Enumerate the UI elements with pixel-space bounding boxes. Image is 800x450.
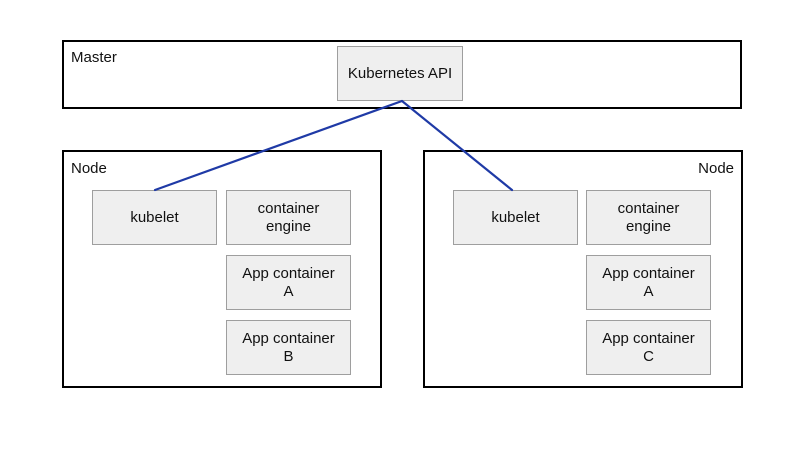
container-engine-line2-left: engine	[265, 217, 312, 235]
app-container-b-line1-left: App container	[242, 329, 335, 347]
container-engine-box-right: container engine	[586, 190, 711, 245]
kubernetes-api-box: Kubernetes API	[337, 46, 463, 101]
app-container-c-line2-right: C	[643, 347, 654, 365]
node-label-right: Node	[698, 160, 734, 177]
app-container-a-line2-right: A	[643, 282, 654, 300]
kubernetes-api-label: Kubernetes API	[347, 64, 453, 82]
container-engine-line1-right: container	[617, 199, 680, 217]
kubelet-box-left: kubelet	[92, 190, 217, 245]
kubelet-label-left: kubelet	[130, 208, 179, 226]
container-engine-box-left: container engine	[226, 190, 351, 245]
app-container-a-line1-right: App container	[602, 264, 695, 282]
app-container-b-box-left: App container B	[226, 320, 351, 375]
app-container-a-box-right: App container A	[586, 255, 711, 310]
node-label-left: Node	[71, 160, 107, 177]
app-container-a-line2-left: A	[283, 282, 294, 300]
kubelet-box-right: kubelet	[453, 190, 578, 245]
kubelet-label-right: kubelet	[491, 208, 540, 226]
app-container-a-box-left: App container A	[226, 255, 351, 310]
app-container-b-line2-left: B	[283, 347, 294, 365]
master-label: Master	[71, 49, 117, 66]
container-engine-line2-right: engine	[625, 217, 672, 235]
app-container-a-line1-left: App container	[242, 264, 335, 282]
app-container-c-box-right: App container C	[586, 320, 711, 375]
app-container-c-line1-right: App container	[602, 329, 695, 347]
container-engine-line1-left: container	[257, 199, 320, 217]
